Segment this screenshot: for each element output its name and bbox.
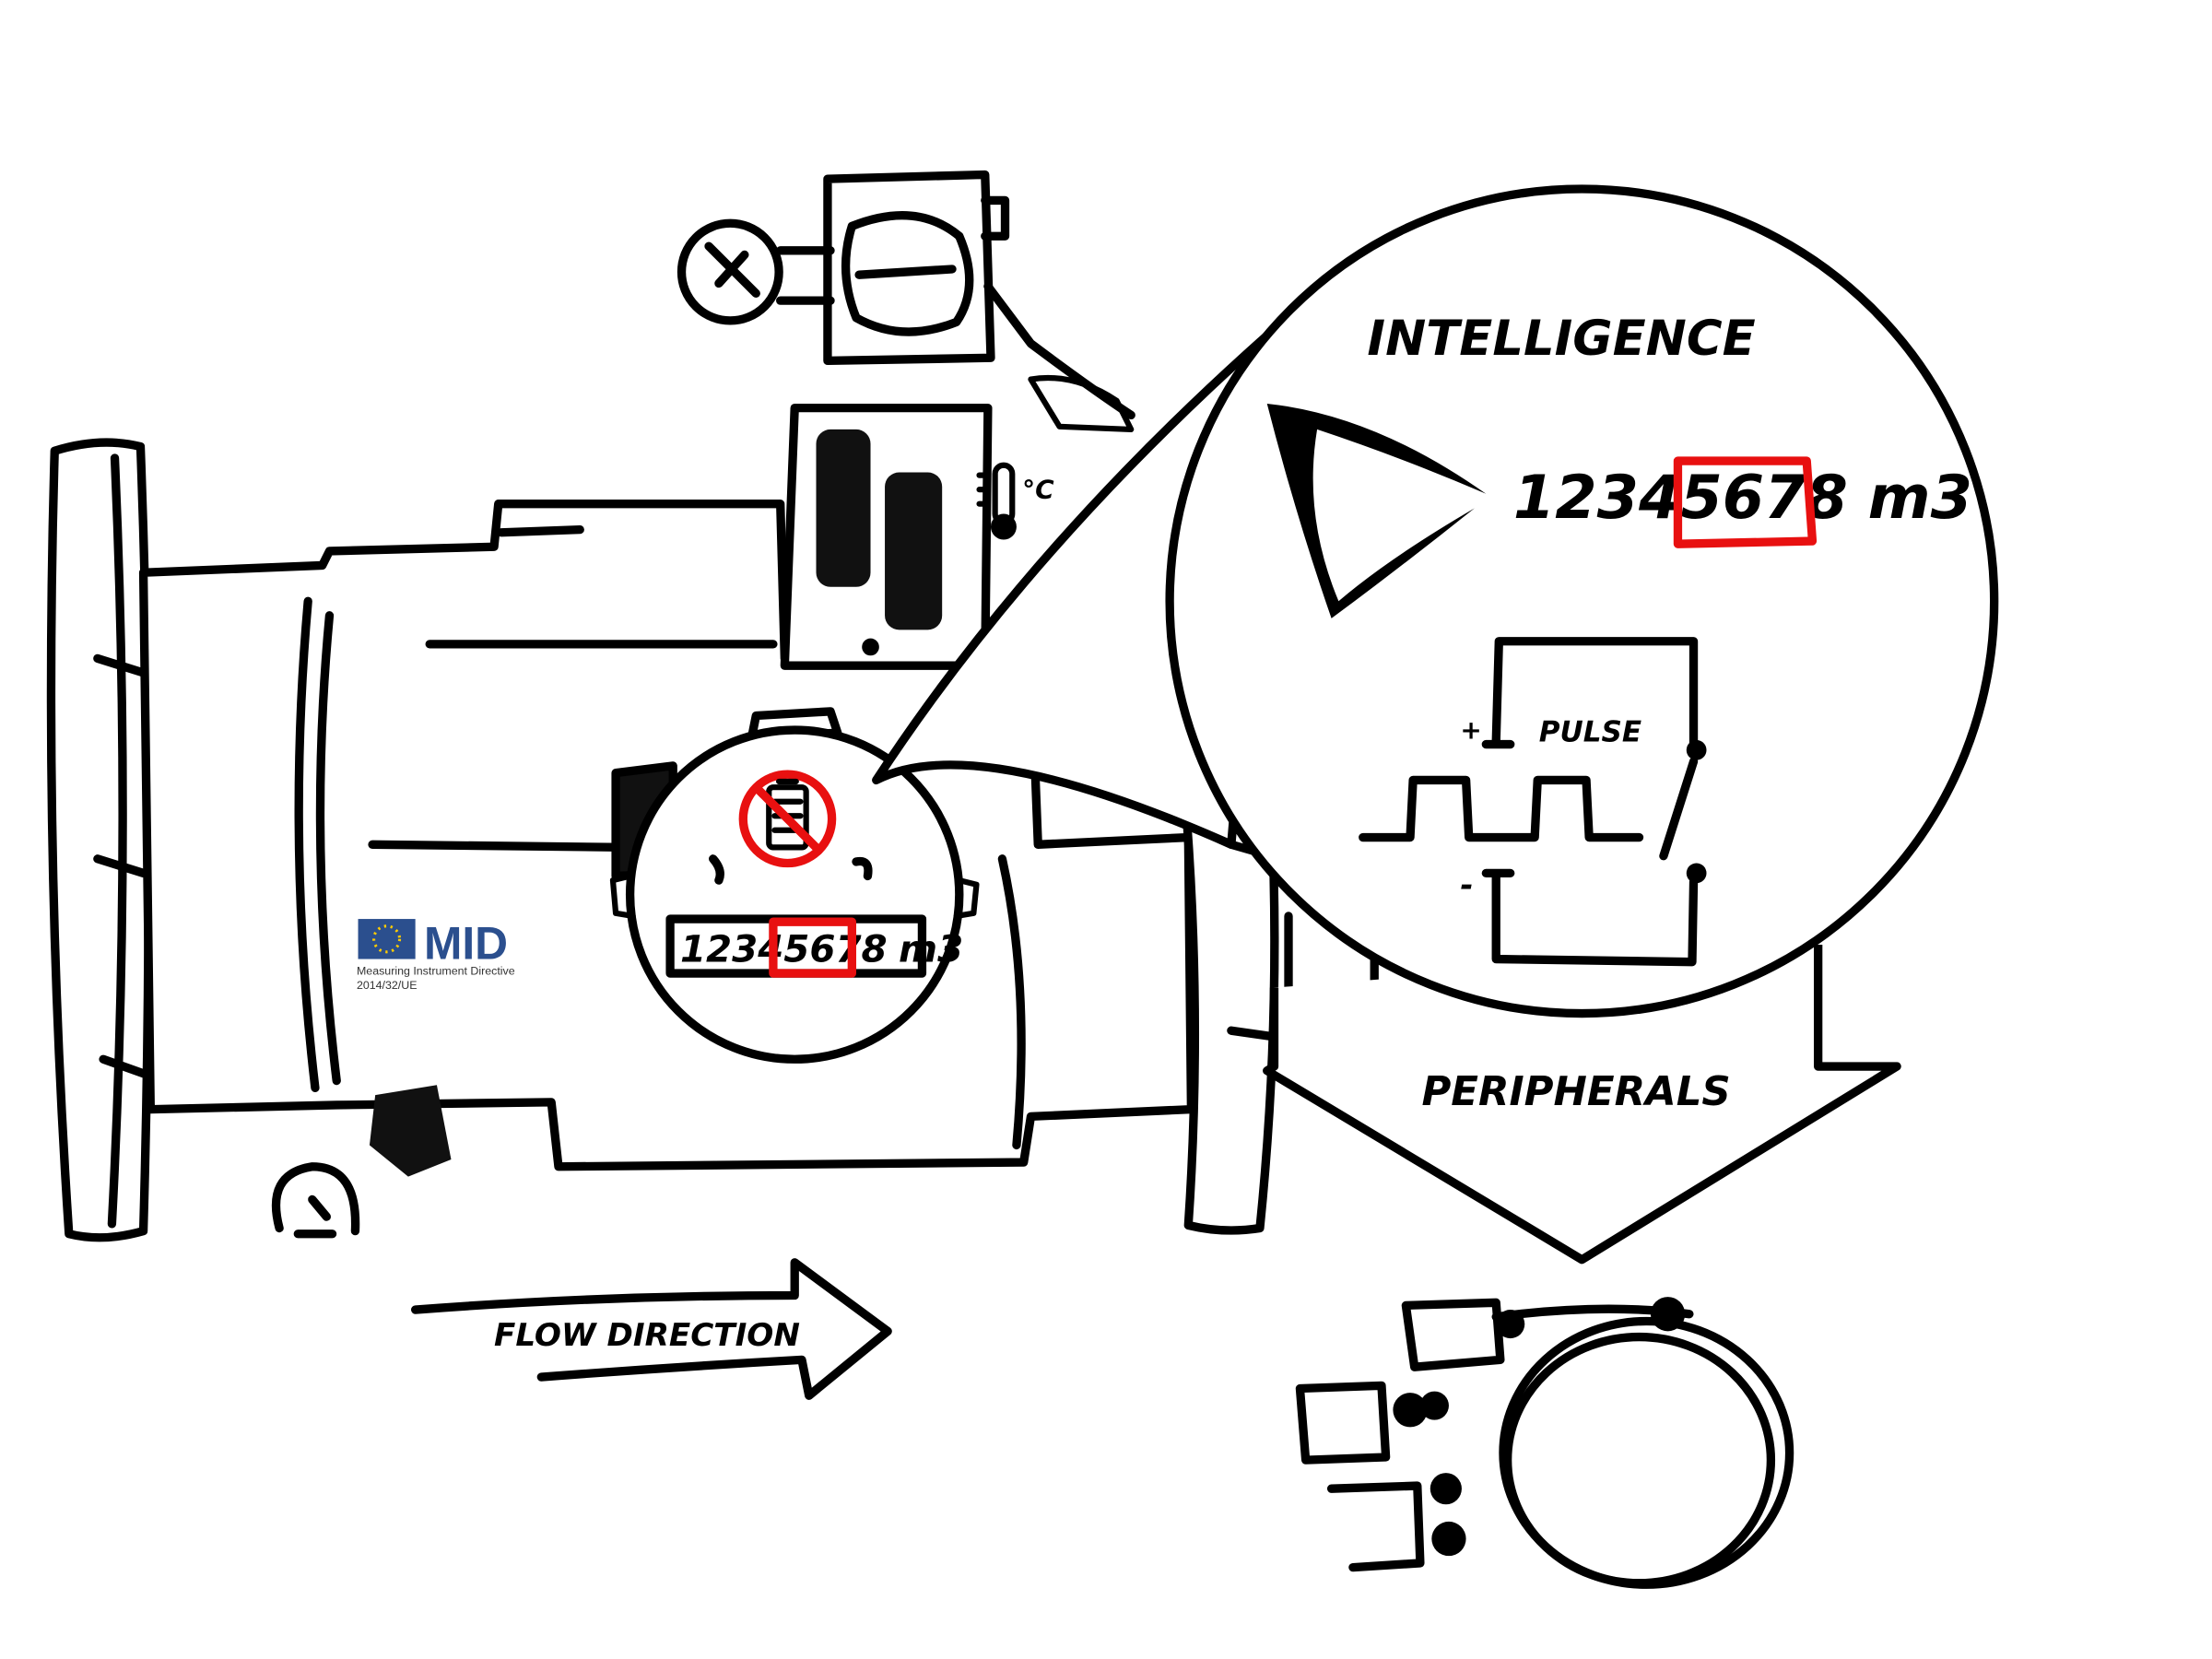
- temperature-unit: °C: [1022, 474, 1054, 504]
- peripherals-arrow: PERIPHERALS: [1263, 945, 1901, 1265]
- connector: [816, 429, 871, 587]
- reading-digits-highlight: 678: [1723, 463, 1848, 533]
- peripherals-title: PERIPHERALS: [1421, 1069, 1730, 1115]
- pulse-circuit: + - PULSE: [1359, 637, 1707, 967]
- pulse-minus: -: [1460, 867, 1473, 904]
- no-battery-icon: [738, 770, 837, 868]
- speedometer-icon: [271, 1162, 360, 1239]
- reading-highlight-box: [1673, 456, 1818, 548]
- mid-text: MID: [424, 918, 508, 970]
- thermometer-icon: °C: [976, 462, 1054, 540]
- drain-plug: [369, 1085, 452, 1177]
- mid-line2: 2014/32/UE: [357, 979, 418, 992]
- register-digits: 12345: [680, 928, 809, 971]
- connector: [885, 472, 943, 630]
- peripheral-devices: [1295, 1297, 1794, 1589]
- intelligence-title: INTELLIGENCE: [1367, 311, 1755, 367]
- mid-logo: MID Measuring Instrument Directive 2014/…: [357, 918, 515, 993]
- pulse-label: PULSE: [1539, 715, 1641, 748]
- flow-direction-label: FLOW DIRECTION: [494, 1317, 800, 1354]
- intelligence-bubble: INTELLIGENCE 12345678 m3 + - PULSE: [872, 184, 1999, 1018]
- reading-digits: 12345: [1513, 463, 1723, 533]
- register-unit: m3: [899, 928, 963, 971]
- reading-unit: m3: [1868, 463, 1972, 533]
- eye-icon: [1266, 403, 1487, 618]
- highlight-box: [769, 917, 856, 978]
- pulse-plus: +: [1460, 714, 1481, 745]
- left-flange: [46, 438, 153, 1242]
- flow-direction-arrow: FLOW DIRECTION: [410, 1258, 892, 1400]
- mid-line1: Measuring Instrument Directive: [357, 965, 515, 978]
